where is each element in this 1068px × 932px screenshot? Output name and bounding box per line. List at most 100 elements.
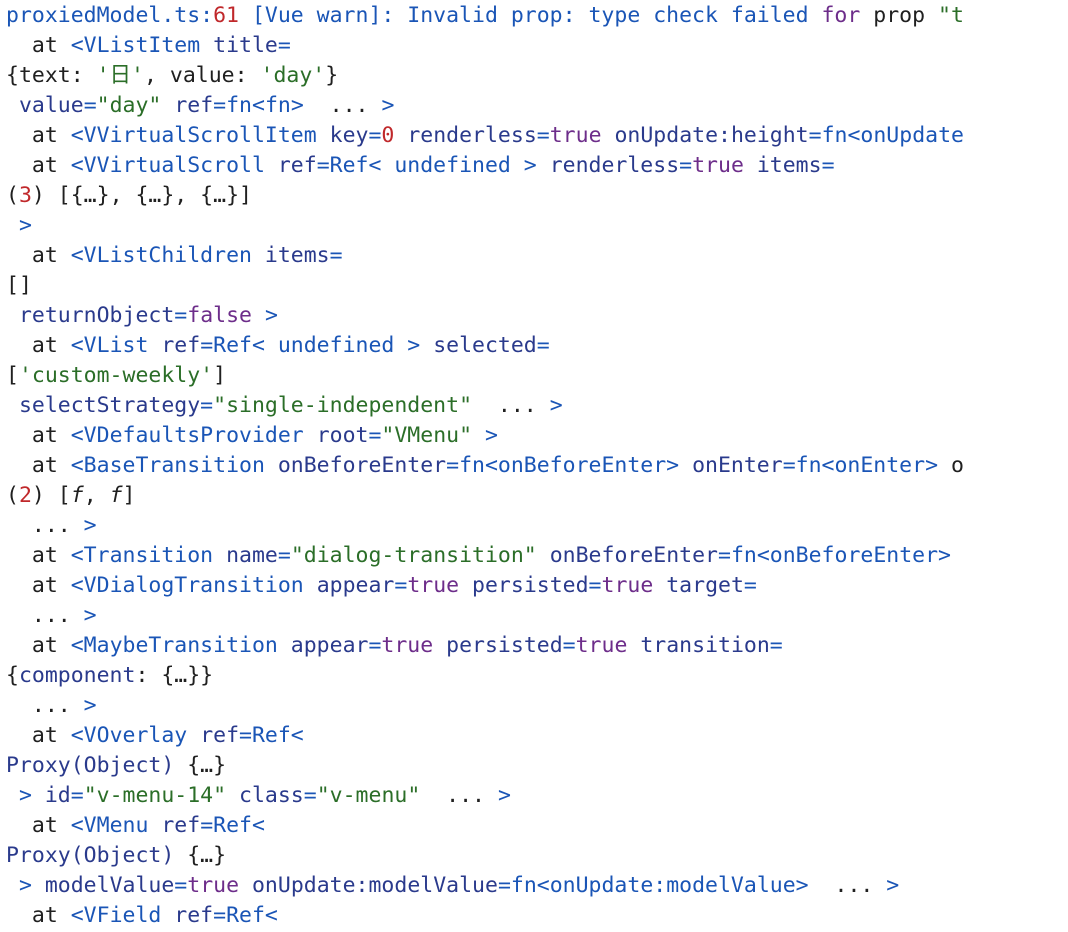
stack-trace-line: (2) [f, f] (6, 481, 1068, 511)
attribute-token: onBeforeEnter (277, 453, 447, 478)
component-token: > (497, 783, 511, 808)
attribute-token: selectStrategy (18, 393, 201, 418)
component-token: = (303, 783, 317, 808)
component-token: = (743, 573, 757, 598)
component-token: = (821, 153, 835, 178)
component-token: > (381, 93, 395, 118)
attribute-token: renderless (407, 123, 537, 148)
warning-message-line[interactable]: proxiedModel.ts:61 [Vue warn]: Invalid p… (6, 1, 1068, 31)
token: ... (6, 603, 84, 628)
component-token: =Ref< undefined > (200, 333, 421, 358)
token: [ (6, 363, 19, 388)
component-token: > (18, 213, 32, 238)
token: {…} (174, 753, 227, 778)
number-token: 3 (18, 183, 32, 208)
token (433, 633, 446, 658)
stack-trace-line: at <VDialogTransition appear=true persis… (6, 571, 1068, 601)
keyword-token: true (692, 153, 744, 178)
token (239, 873, 252, 898)
component-token: <VList (70, 333, 162, 358)
component-token: = (329, 243, 343, 268)
source-file-link[interactable]: proxiedModel.ts: (6, 3, 214, 28)
attribute-token: appear (316, 573, 395, 598)
component-token: <VVirtualScroll (70, 153, 278, 178)
token: prop (860, 3, 938, 28)
token: ... (472, 393, 550, 418)
component-token: > (83, 603, 97, 628)
stack-trace-line: at <VMenu ref=Ref< (6, 811, 1068, 841)
stack-trace-line: {text: '日', value: 'day'} (6, 61, 1068, 91)
component-token: = (83, 93, 97, 118)
component-token: = (174, 873, 188, 898)
token (6, 393, 19, 418)
number-token: 0 (381, 123, 395, 148)
stack-trace-line: at <VVirtualScrollItem key=0 renderless=… (6, 121, 1068, 151)
token: f (109, 483, 123, 508)
component-token: =Ref< (213, 903, 278, 928)
token: at (6, 723, 71, 748)
component-token: <BaseTransition (70, 453, 278, 478)
stack-trace-line: at <VListChildren items= (6, 241, 1068, 271)
stack-trace-line: at <VField ref=Ref< (6, 901, 1068, 931)
string-token: "day" (96, 93, 162, 118)
attribute-token: key (329, 123, 369, 148)
stack-trace-line: (3) [{…}, {…}, {…}] (6, 181, 1068, 211)
token (537, 153, 550, 178)
component-token: = (174, 303, 188, 328)
attribute-token: onUpdate:modelValue (251, 873, 498, 898)
string-token: "t (938, 3, 964, 28)
token: ... (420, 783, 498, 808)
attribute-token: ref (174, 93, 214, 118)
token: o (938, 453, 964, 478)
token (537, 543, 550, 568)
attribute-token: ref (277, 153, 317, 178)
token (744, 153, 757, 178)
token: ( (6, 483, 19, 508)
token: ) [ (31, 483, 71, 508)
token (161, 93, 174, 118)
component-token: = (679, 153, 693, 178)
token: f (70, 483, 84, 508)
token (6, 93, 19, 118)
token: , (83, 483, 110, 508)
token (420, 333, 433, 358)
attribute-token: title (213, 33, 278, 58)
component-token: =fn<onUpdate:modelValue> (497, 873, 809, 898)
token: at (6, 333, 71, 358)
stack-trace-line: at <VListItem title= (6, 31, 1068, 61)
token: at (6, 813, 71, 838)
attribute-token: appear (290, 633, 369, 658)
token (6, 873, 19, 898)
token (653, 573, 666, 598)
component-token: = (769, 633, 783, 658)
component-token: [Vue warn]: Invalid prop: type check fai… (239, 3, 822, 28)
component-token: > (886, 873, 900, 898)
token (627, 633, 640, 658)
token: ... (303, 93, 382, 118)
attribute-token: items (264, 243, 330, 268)
component-token: <VVirtualScrollItem (70, 123, 330, 148)
token: at (6, 243, 71, 268)
component-token: > (83, 693, 97, 718)
token (252, 303, 265, 328)
token (472, 423, 485, 448)
stack-trace-line: at <VList ref=Ref< undefined > selected= (6, 331, 1068, 361)
component-token: = (70, 783, 84, 808)
stack-trace-line: at <BaseTransition onBeforeEnter=fn<onBe… (6, 451, 1068, 481)
attribute-token: modelValue (44, 873, 175, 898)
stack-trace-line: {component: {…}} (6, 661, 1068, 691)
token: : {…}} (135, 663, 214, 688)
attribute-token: renderless (549, 153, 680, 178)
number-token: 2 (18, 483, 32, 508)
component-token: = (588, 573, 602, 598)
stack-trace-line: at <VOverlay ref=Ref< (6, 721, 1068, 751)
stack-trace-line: ['custom-weekly'] (6, 361, 1068, 391)
attribute-token: onUpdate:height (614, 123, 809, 148)
component-token: = (200, 393, 214, 418)
stack-trace-line: [] (6, 271, 1068, 301)
component-token: > (83, 513, 97, 538)
component-token: <MaybeTransition (70, 633, 291, 658)
attribute-token: transition (640, 633, 770, 658)
component-token: =fn<onEnter> (782, 453, 939, 478)
keyword-token: true (381, 633, 434, 658)
